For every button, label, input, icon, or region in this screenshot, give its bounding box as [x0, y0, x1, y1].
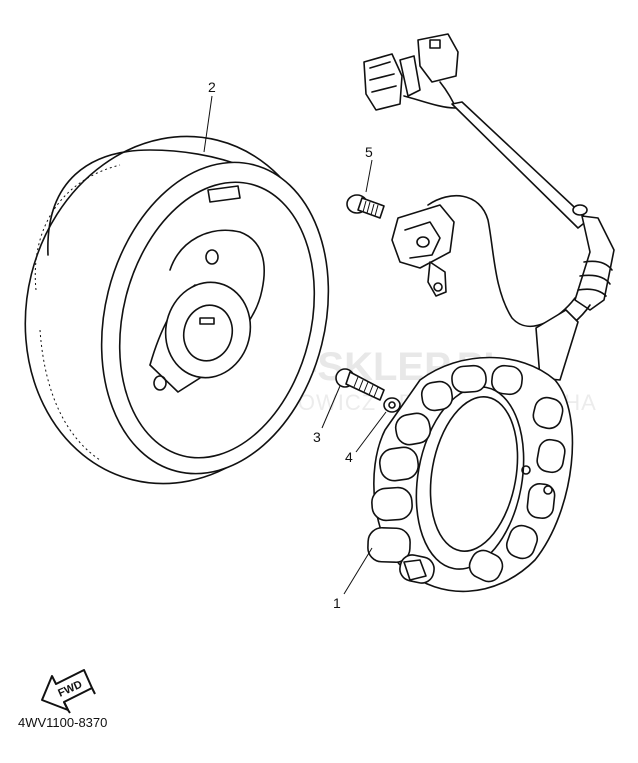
- part-number-2: 2: [208, 79, 216, 95]
- part-number-3: 3: [313, 429, 321, 445]
- screw-icon: [346, 194, 385, 219]
- stator-coil-icon: [367, 356, 574, 593]
- washer-icon: [383, 397, 401, 413]
- leader-line-3: [321, 385, 341, 429]
- part-callouts: 2 5 3 4 1: [203, 79, 387, 611]
- pickup-coil-icon: [391, 194, 576, 328]
- wire-harness-icon: [363, 33, 615, 381]
- bolt-icon: [335, 368, 385, 401]
- leader-line-2: [203, 95, 213, 153]
- forward-arrow-icon: FWD: [41, 669, 96, 714]
- leader-line-1: [343, 547, 373, 595]
- part-number-4: 4: [345, 449, 353, 465]
- leader-line-5: [365, 159, 373, 193]
- part-number-5: 5: [365, 144, 373, 160]
- leader-line-4: [355, 411, 387, 453]
- part-number-1: 1: [333, 595, 341, 611]
- diagram-code: 4WV1100-8370: [18, 715, 107, 730]
- flywheel-rotor-icon: [24, 135, 330, 485]
